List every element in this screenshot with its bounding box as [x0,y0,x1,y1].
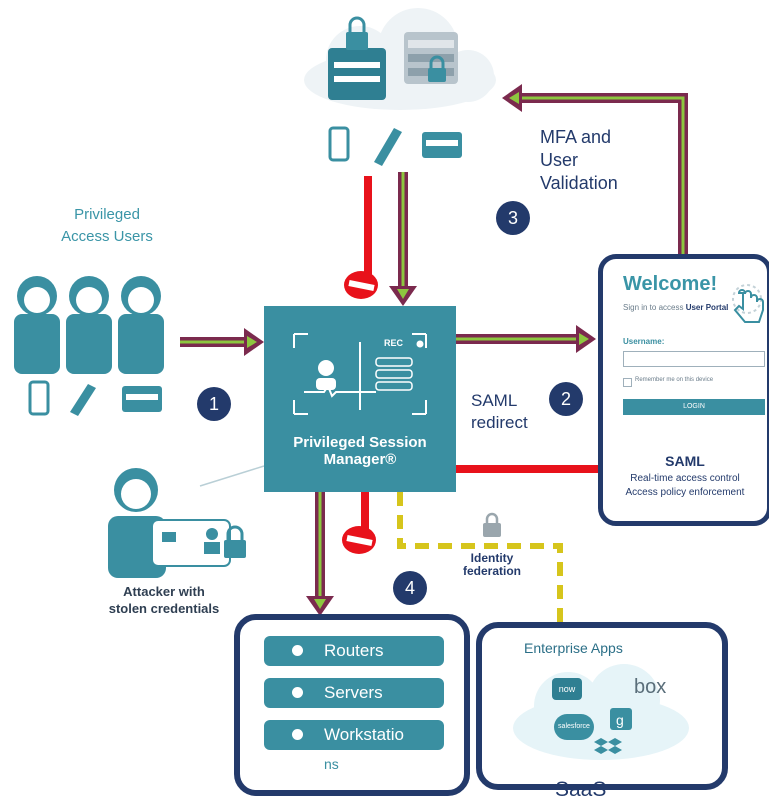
lock-icon [483,512,501,537]
attacker-illustration [100,460,260,580]
rec-label: REC [384,338,404,348]
device-label: Routers [324,641,384,660]
device-workstations: Workstatio [264,720,444,750]
blocked-path-bottom [342,492,376,554]
identity-federation-path [397,492,563,622]
dropbox-icon [594,738,622,754]
bullet-icon [292,729,303,740]
saml-title: SAML [665,453,705,469]
devices-box: Routers Servers Workstatio ns [234,614,470,796]
saml-line-2: Access policy enforcement [625,487,745,498]
attacker-callout-line [199,465,265,487]
server-icon [375,357,413,391]
saml-line-1: Real-time access control [630,473,740,484]
arrow-psm-to-devices [306,492,334,616]
enterprise-apps-title: Enterprise Apps [524,640,623,656]
card-icon [151,519,231,567]
arrow-users-to-psm [180,328,264,356]
identity-federation-label: Identity federation [462,551,521,578]
device-label: Workstatio [324,725,404,744]
pen-token-icon [70,384,96,416]
bullet-icon [292,687,303,698]
arrow-login-to-mfa [502,84,688,256]
mfa-cloud [290,2,510,172]
remember-me-label: Remember me on this device [635,377,714,383]
salesforce-app-label: salesforce [558,723,590,730]
lock-icon [346,16,446,82]
phone-icon [328,126,350,162]
rec-indicator-icon [416,340,424,348]
privileged-session-manager: REC Privileged Session Manager® [264,306,456,492]
card-icon [422,132,462,158]
box-app-label: box [634,676,667,698]
login-subtitle-text: Sign in to access [623,303,686,312]
now-app-icon: now [552,678,582,700]
remember-checkbox[interactable] [623,378,632,387]
saml-redirect-label: SAML redirect [471,391,528,432]
user-icon [14,276,164,374]
now-app-label: now [558,684,576,694]
card-icon [122,386,162,412]
saas-box: Enterprise Apps now box salesforce g [476,622,728,790]
privileged-users-label: Privileged Access Users [61,206,153,245]
device-cut-text: ns [324,756,339,772]
user-icon [316,360,336,390]
salesforce-app-icon: salesforce [554,714,594,740]
pen-token-icon [374,128,402,166]
arrow-mfa-to-psm [389,172,417,306]
arrow-psm-to-login [456,325,596,353]
bullet-icon [292,645,303,656]
lock-icon [224,525,246,558]
step-badge-2: 2 [549,382,583,416]
psm-title: Privileged Session Manager® [293,434,427,468]
device-label: Servers [324,683,383,702]
login-button[interactable]: LOGIN [623,399,765,415]
step-badge-4: 4 [393,571,427,605]
saas-label: SaaS [555,778,607,801]
login-subtitle: Sign in to access User Portal [623,303,728,312]
hand-pointer-icon [732,284,764,323]
privileged-users-group [8,262,178,422]
attacker-label: Attacker with stolen credentials [108,584,220,616]
device-routers: Routers [264,636,444,666]
google-apps-icon: g [610,708,632,730]
welcome-heading: Welcome! [623,273,718,295]
username-field[interactable] [623,351,765,367]
username-label: Username: [623,337,665,346]
svg-text:g: g [616,712,624,728]
device-servers: Servers [264,678,444,708]
step-badge-3: 3 [496,201,530,235]
step-badge-1: 1 [197,387,231,421]
blocked-path-top [344,176,378,299]
phone-icon [28,380,50,416]
cloud-icon [513,664,689,760]
login-subtitle-strong: User Portal [685,303,729,312]
user-portal-login-card: Welcome! Sign in to access User Portal U… [598,254,769,526]
mfa-label: MFA and User Validation [540,127,618,193]
